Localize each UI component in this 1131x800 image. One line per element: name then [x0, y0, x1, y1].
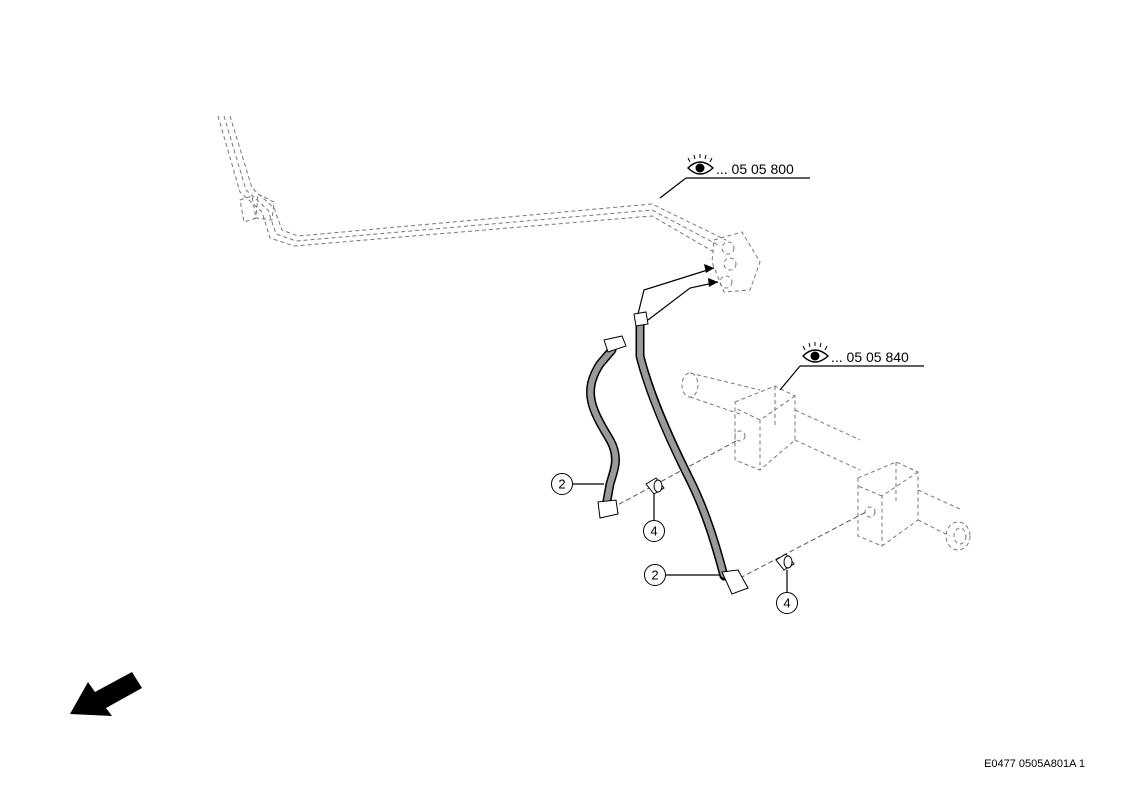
callout-label: 4 — [650, 524, 657, 539]
callout-2-lower: 2 — [644, 564, 720, 586]
callout-4-upper: 4 — [643, 494, 665, 542]
callout-2-upper: 2 — [551, 473, 604, 495]
hose-left — [586, 335, 627, 519]
hose-right — [633, 311, 749, 595]
connection-arrows — [637, 264, 719, 321]
callout-label: 2 — [651, 568, 658, 583]
cylinder-ghost — [681, 372, 971, 551]
adapter-fitting-2 — [775, 553, 795, 571]
center-lines — [611, 439, 867, 579]
drawing-code: E0477 0505A801A 1 — [984, 758, 1085, 770]
direction-arrow-icon — [70, 672, 142, 716]
reference-1-text: ... 05 05 800 — [716, 161, 794, 177]
callout-4-lower: 4 — [776, 570, 798, 614]
ghost-pipe-run — [217, 115, 761, 293]
eye-icon — [802, 342, 830, 363]
callout-label: 4 — [783, 596, 790, 611]
reference-2-text: ... 05 05 840 — [831, 349, 909, 365]
reference-2: ... 05 05 840 — [779, 342, 924, 391]
eye-icon — [687, 154, 715, 175]
callout-label: 2 — [558, 477, 565, 492]
adapter-fitting-1 — [645, 477, 665, 495]
reference-1: ... 05 05 800 — [659, 154, 810, 199]
